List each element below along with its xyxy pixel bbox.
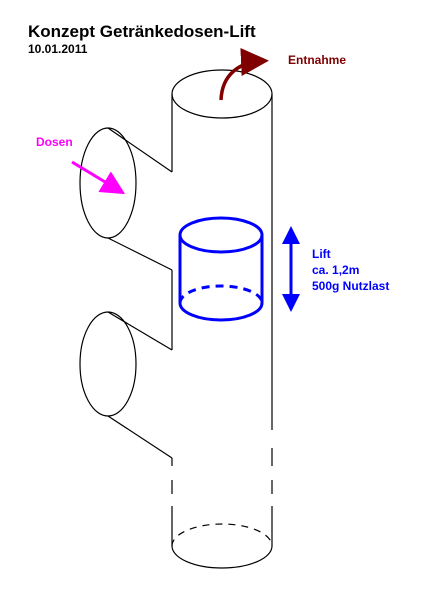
diagram-date: 10.01.2011: [28, 42, 88, 56]
lift-label: Lift ca. 1,2m 500g Nutzlast: [312, 246, 389, 294]
dosen-label: Dosen: [36, 135, 73, 149]
lift-bottom-back: [178, 284, 264, 304]
lift-bottom-front: [178, 302, 264, 322]
lift-label-line: ca. 1,2m: [312, 263, 360, 277]
entnahme-label: Entnahme: [288, 53, 347, 67]
tube-bottom-front: [171, 545, 273, 569]
lift-platform: [178, 216, 264, 322]
lift-label-line: 500g Nutzlast: [312, 279, 390, 293]
lower-inlet-opening: [79, 311, 137, 417]
tube-outline: [79, 69, 273, 569]
diagram-title: Konzept Getränkedosen-Lift: [28, 22, 256, 41]
entnahme-arrow: [219, 47, 269, 101]
dosen-arrow: [71, 160, 126, 195]
lift-label-line: Lift: [312, 247, 331, 261]
tube-bottom-back: [171, 523, 273, 547]
lift-top: [178, 216, 264, 254]
